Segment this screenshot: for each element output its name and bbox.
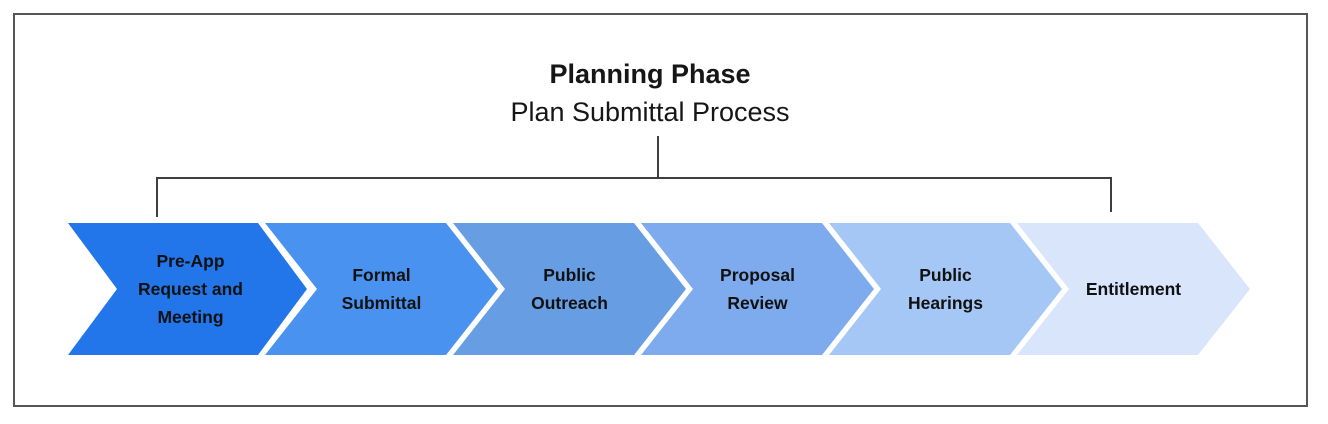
connector-right-drop-line [1110,177,1112,212]
figure-border [13,13,1308,407]
page-subtitle: Plan Submittal Process [510,97,790,127]
step-label: Public Hearings [908,265,983,313]
title-block: Planning Phase Plan Submittal Process [0,55,1300,131]
step-label: Proposal Review [720,265,795,313]
page-title: Planning Phase [549,59,751,89]
connector-stem-line [657,136,659,178]
connector-left-drop-line [156,177,158,217]
step-label: Entitlement [1085,279,1182,299]
step-label: Pre-App Request and Meeting [137,251,244,327]
step-label: Public Outreach [531,265,608,313]
connector-horizontal-line [156,177,1112,179]
step-label: Formal Submittal [341,265,422,313]
